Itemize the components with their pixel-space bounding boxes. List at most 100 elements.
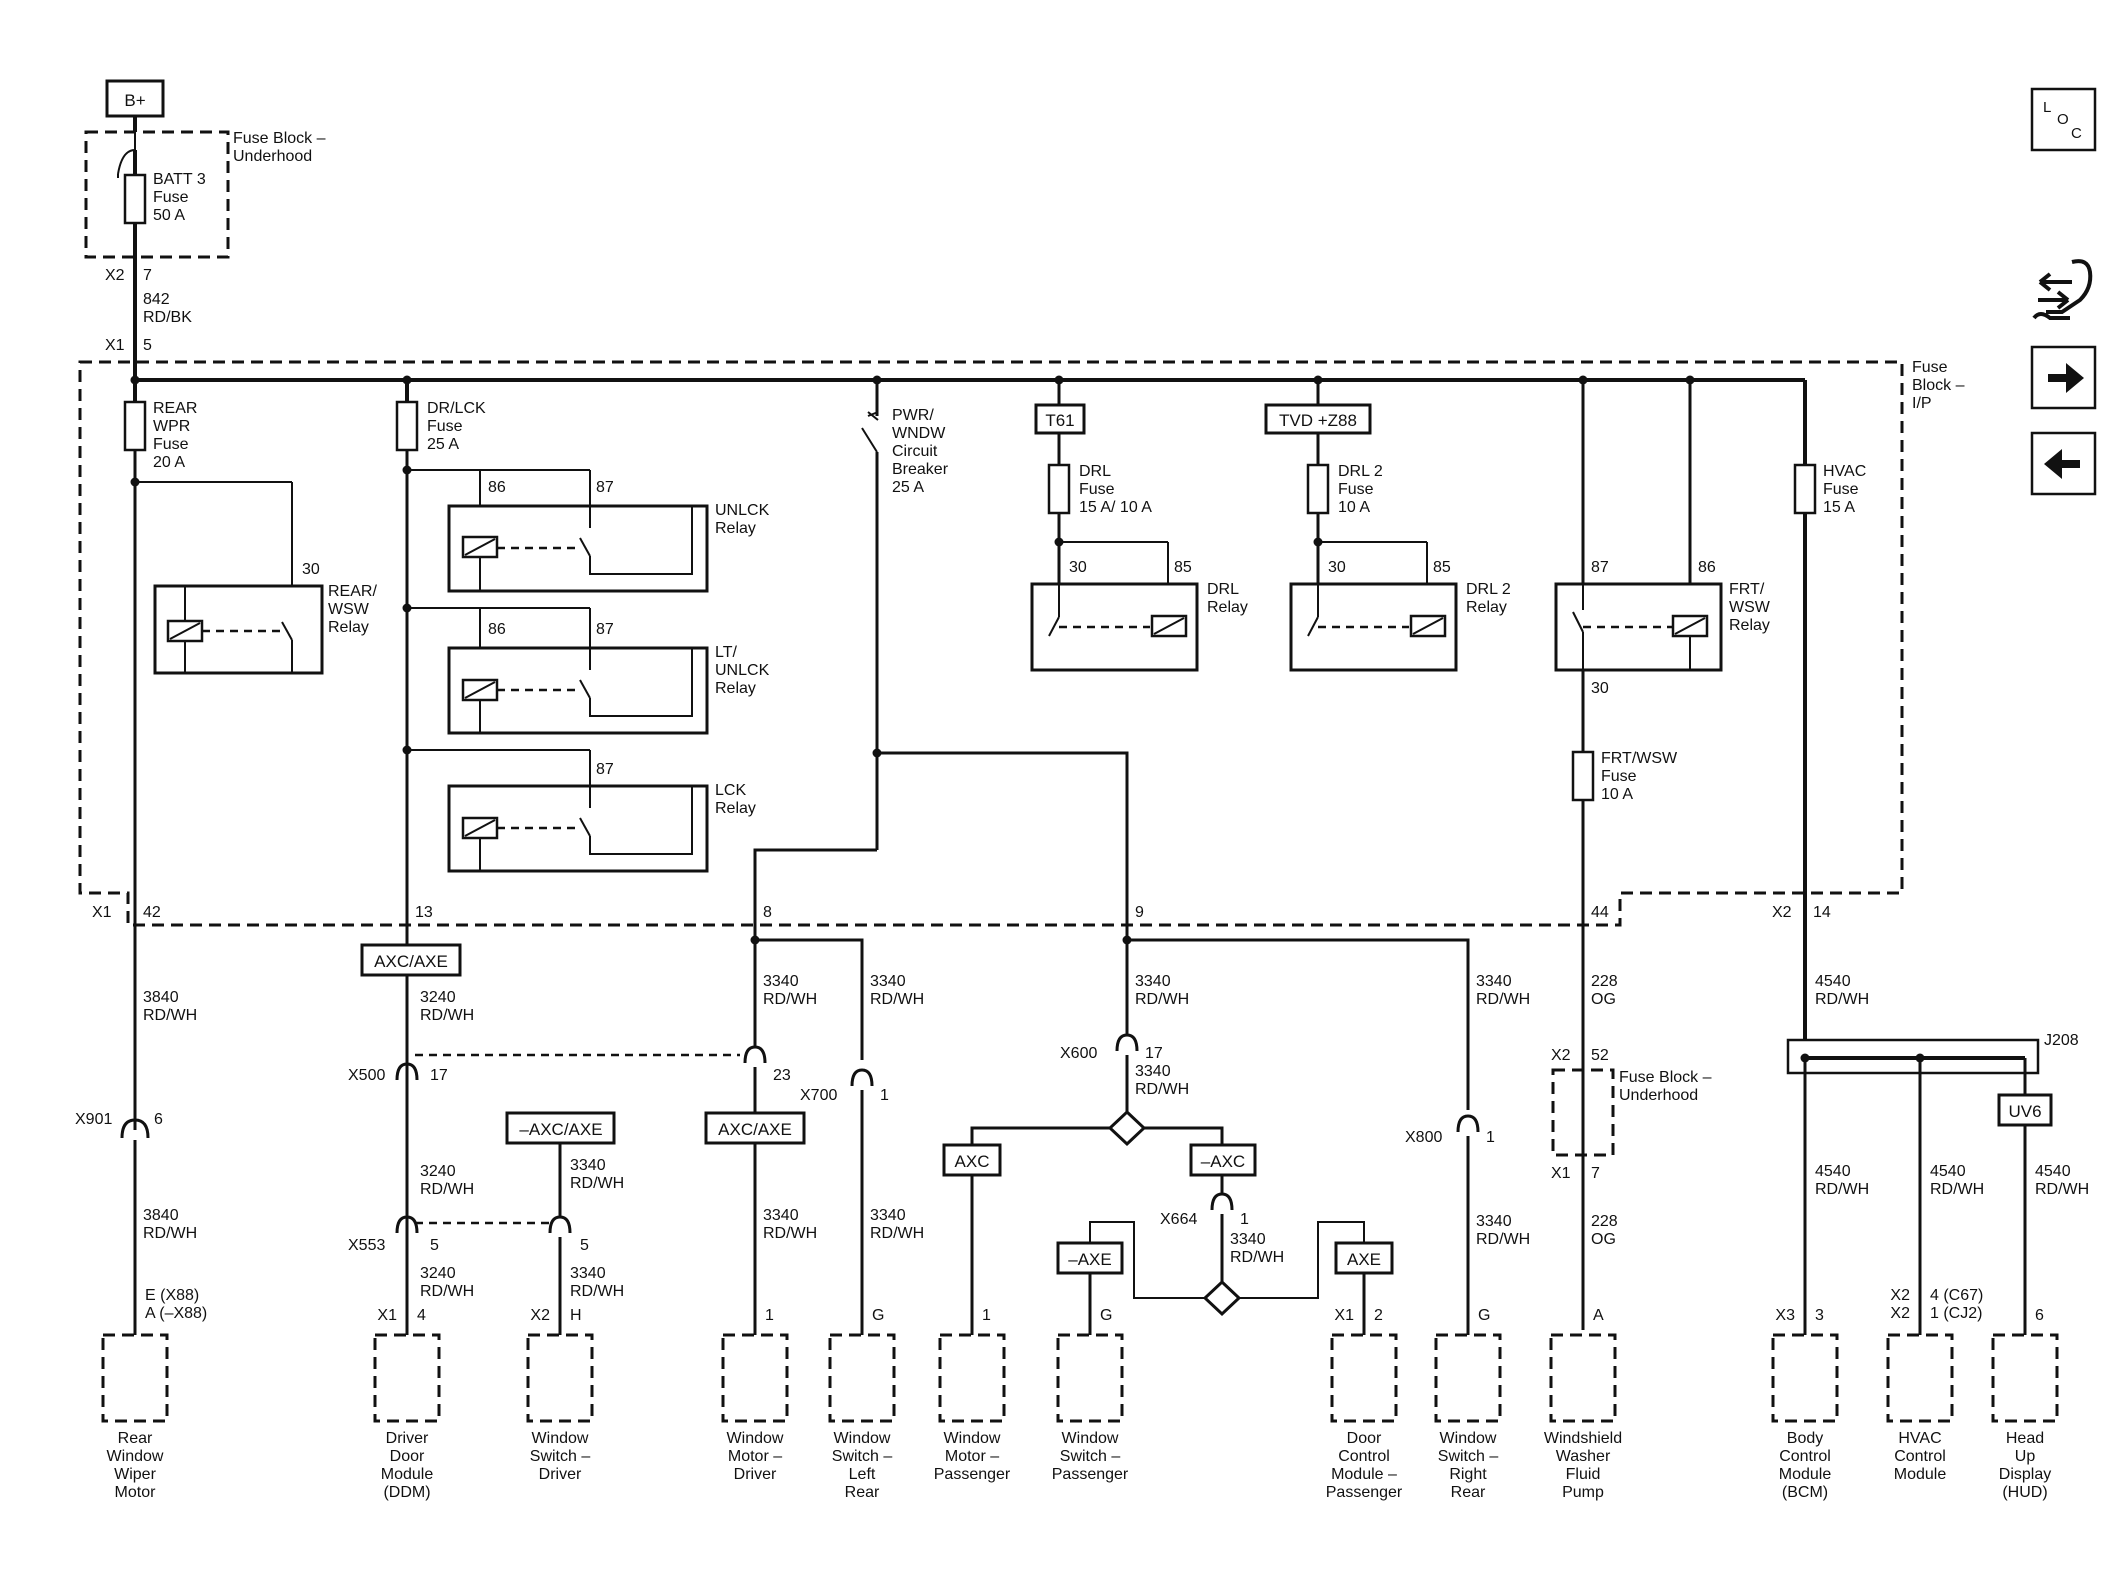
hvac-control-module-label: HVAC — [1898, 1430, 1941, 1447]
svg-text:Relay: Relay — [1729, 617, 1770, 634]
svg-text:RD/WH: RD/WH — [570, 1283, 624, 1300]
svg-text:WNDW: WNDW — [892, 425, 946, 442]
rear-wiper-circuit: 3840 RD/WH X901 6 3840 RD/WH — [75, 989, 197, 1335]
svg-text:X2: X2 — [105, 267, 125, 284]
svg-text:3340: 3340 — [763, 1207, 799, 1224]
svg-text:13: 13 — [415, 904, 433, 921]
x664-connector — [1210, 1192, 1234, 1211]
hvac-j208-circuit: 4540 RD/WH J208 UV6 4540 RD/WH 4540 RD/W… — [1786, 973, 2089, 1335]
window-switch-left-rear-label: Window — [834, 1430, 891, 1447]
previous-page-button[interactable] — [2030, 431, 2097, 496]
window-switch-left-rear-pin: G — [872, 1307, 884, 1324]
hvac-control-module-pin-2: 1 (CJ2) — [1930, 1305, 1982, 1322]
svg-text:LT/: LT/ — [715, 644, 737, 661]
rear-window-wiper-motor-label: Wiper — [114, 1466, 156, 1483]
svg-text:Relay: Relay — [715, 800, 756, 817]
door-control-module-passenger-pin: 2 — [1374, 1307, 1383, 1324]
svg-text:87: 87 — [596, 621, 614, 638]
svg-text:Relay: Relay — [1207, 599, 1248, 616]
body-control-module-label: Control — [1779, 1448, 1831, 1465]
window-switch-right-rear-label: Right — [1449, 1466, 1487, 1483]
driver-window-circuit: 3340 RD/WH 3340 RD/WH 23 AXC/AXE 3340 RD… — [704, 935, 924, 1335]
svg-text:15 A/ 10 A: 15 A/ 10 A — [1079, 499, 1152, 516]
head-up-display-box — [1991, 1333, 2059, 1423]
svg-text:UNLCK: UNLCK — [715, 662, 770, 679]
svg-text:5: 5 — [430, 1237, 439, 1254]
passenger-window-circuit: 3340 RD/WH 3340 RD/WH X600 17 3340 RD/WH… — [942, 935, 1530, 1335]
window-motor-passenger-box — [938, 1333, 1006, 1423]
svg-text:L: L — [2043, 99, 2051, 116]
door-control-module-passenger-label: Control — [1338, 1448, 1390, 1465]
svg-text:7: 7 — [143, 267, 152, 284]
svg-text:25 A: 25 A — [427, 436, 459, 453]
svg-text:RD/WH: RD/WH — [1230, 1249, 1284, 1266]
window-switch-left-rear-box — [828, 1333, 896, 1423]
body-control-module-connector: X3 — [1775, 1307, 1795, 1324]
battery-power-source: B+ — [105, 79, 165, 118]
rear-wpr-fuse: REAR WPR Fuse 20 A — [123, 380, 293, 1130]
svg-text:AXC/AXE: AXC/AXE — [718, 1120, 792, 1139]
svg-text:–AXE: –AXE — [1068, 1250, 1111, 1269]
svg-text:OG: OG — [1591, 1231, 1616, 1248]
svg-text:RD/WH: RD/WH — [1476, 991, 1530, 1008]
svg-text:RD/WH: RD/WH — [143, 1007, 197, 1024]
svg-text:30: 30 — [1328, 559, 1346, 576]
door-control-module-passenger-label: Door — [1347, 1430, 1382, 1447]
svg-text:OG: OG — [1591, 991, 1616, 1008]
svg-text:4540: 4540 — [1930, 1163, 1966, 1180]
svg-text:X1: X1 — [92, 904, 112, 921]
window-switch-left-rear-label: Left — [849, 1466, 876, 1483]
svg-text:1: 1 — [1240, 1211, 1249, 1228]
windshield-washer-fluid-pump-label: Windshield — [1544, 1430, 1622, 1447]
svg-text:3340: 3340 — [1230, 1231, 1266, 1248]
svg-text:T61: T61 — [1045, 411, 1074, 430]
svg-text:REAR: REAR — [153, 400, 197, 417]
window-switch-driver-pin: H — [570, 1307, 582, 1324]
svg-text:DRL: DRL — [1079, 463, 1111, 480]
svg-text:Underhood: Underhood — [1619, 1087, 1698, 1104]
driver-door-module-label: Module — [381, 1466, 434, 1483]
svg-text:23: 23 — [773, 1067, 791, 1084]
svg-text:WSW: WSW — [328, 601, 370, 618]
lt-unlck-relay: 86 87 LT/ UNLCK Relay — [447, 621, 770, 735]
svg-text:RD/WH: RD/WH — [2035, 1181, 2089, 1198]
svg-text:20 A: 20 A — [153, 454, 185, 471]
svg-text:X600: X600 — [1060, 1045, 1097, 1062]
rear-window-wiper-motor-box — [101, 1333, 169, 1423]
svg-text:Fuse: Fuse — [427, 418, 463, 435]
window-switch-right-rear-label: Switch – — [1438, 1448, 1499, 1465]
svg-text:Relay: Relay — [715, 520, 756, 537]
svg-text:Underhood: Underhood — [233, 148, 312, 165]
svg-text:Fuse: Fuse — [1823, 481, 1859, 498]
svg-text:AXE: AXE — [1347, 1250, 1381, 1269]
door-control-module-passenger-box — [1330, 1333, 1398, 1423]
driver-door-module-label: (DDM) — [383, 1484, 430, 1501]
batt3-fuse — [123, 173, 147, 225]
loc-button[interactable]: L O C — [2030, 87, 2097, 152]
component-locator-icon[interactable] — [2032, 259, 2093, 320]
svg-text:C: C — [2071, 125, 2082, 142]
svg-text:5: 5 — [143, 337, 152, 354]
windshield-washer-fluid-pump-label: Pump — [1562, 1484, 1604, 1501]
svg-text:REAR/: REAR/ — [328, 583, 377, 600]
window-motor-driver-box — [721, 1333, 789, 1423]
body-control-module-label: Body — [1787, 1430, 1823, 1447]
ip-connector-pins: X1 42 13 8 9 44 X2 14 — [92, 904, 1831, 921]
next-page-button[interactable] — [2030, 345, 2097, 410]
window-switch-driver-label: Window — [532, 1430, 589, 1447]
svg-text:RD/WH: RD/WH — [1815, 991, 1869, 1008]
svg-text:WSW: WSW — [1729, 599, 1771, 616]
svg-text:X2: X2 — [1772, 904, 1792, 921]
svg-text:J208: J208 — [2044, 1032, 2079, 1049]
svg-text:Block –: Block – — [1912, 377, 1965, 394]
svg-text:6: 6 — [154, 1111, 163, 1128]
body-control-module-box — [1771, 1333, 1839, 1423]
svg-text:44: 44 — [1591, 904, 1609, 921]
svg-text:10 A: 10 A — [1601, 786, 1633, 803]
driver-door-module-pin: 4 — [417, 1307, 426, 1324]
svg-text:3340: 3340 — [870, 1207, 906, 1224]
window-switch-driver-connector: X2 — [530, 1307, 550, 1324]
svg-text:Fuse: Fuse — [1338, 481, 1374, 498]
hvac-fuse: HVAC Fuse 15 A — [1793, 380, 1866, 1053]
svg-text:B+: B+ — [124, 91, 145, 110]
